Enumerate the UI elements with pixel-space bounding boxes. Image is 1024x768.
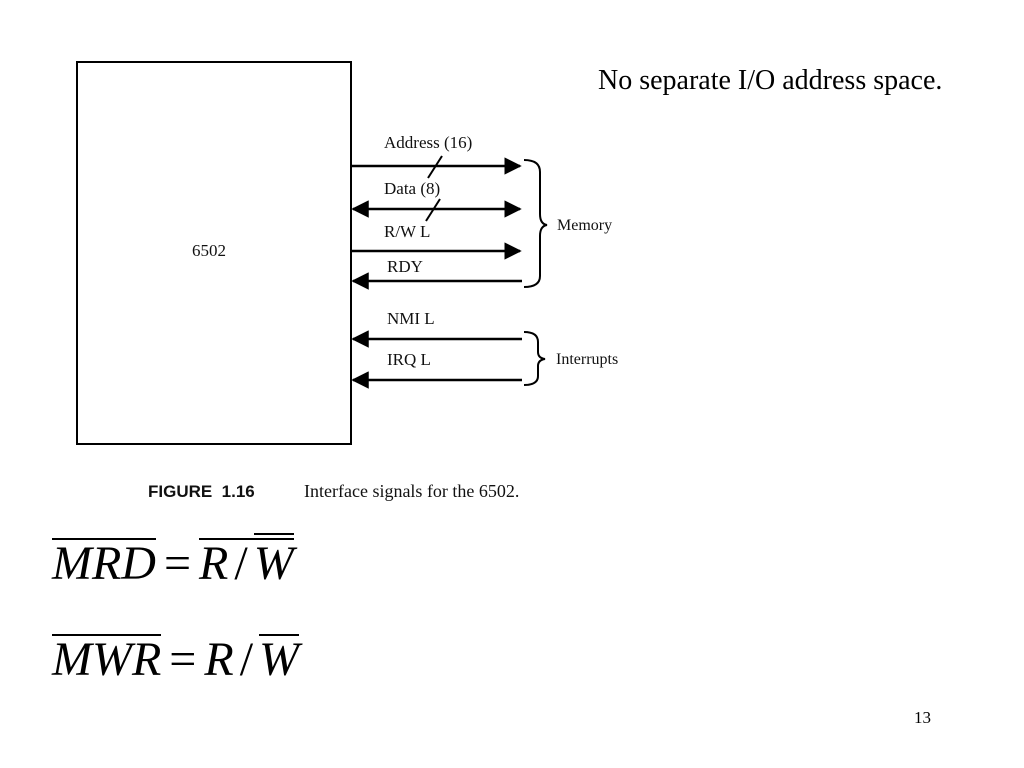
- signal-label-irq: IRQ L: [387, 350, 431, 369]
- signal-label-nmi: NMI L: [387, 309, 435, 328]
- eq1-r: R: [199, 537, 229, 590]
- eq1-slash: /: [234, 537, 248, 590]
- eq2-equals: =: [169, 633, 197, 686]
- signal-label-rdy: RDY: [387, 257, 423, 276]
- group-label-interrupts: Interrupts: [556, 351, 618, 368]
- slide-note: No separate I/O address space.: [598, 65, 943, 96]
- group-label-memory: Memory: [557, 217, 612, 234]
- eq2-r: R: [204, 633, 234, 686]
- bus-slash-address: [427, 155, 443, 179]
- signal-label-data: Data (8): [384, 179, 440, 198]
- equation-mwr: MWR=R/W: [52, 632, 299, 702]
- eq2-slash: /: [239, 633, 254, 686]
- bus-slash-data: [425, 198, 441, 222]
- chip-6502-box: [76, 61, 352, 445]
- chip-label: 6502: [192, 241, 226, 260]
- figure-number: FIGURE 1.16: [148, 482, 255, 501]
- eq2-w: W: [259, 633, 300, 686]
- memory-brace: [523, 159, 548, 288]
- signal-label-rw: R/W L: [384, 222, 430, 241]
- page-number: 13: [914, 708, 931, 727]
- equation-mrd: MRD=R/W: [52, 533, 294, 606]
- eq1-rhs-group: R/W: [199, 533, 294, 592]
- interrupts-brace: [523, 331, 546, 386]
- eq1-w: W: [253, 533, 294, 590]
- eq2-lhs: MWR: [52, 633, 162, 686]
- eq1-lhs: MRD: [52, 537, 156, 590]
- eq1-equals: =: [163, 537, 192, 590]
- signal-label-address: Address (16): [384, 133, 472, 152]
- figure-caption: Interface signals for the 6502.: [304, 481, 519, 501]
- interface-diagram: 6502 Address (16) Data (8) R/W L RDY Mem…: [76, 61, 618, 501]
